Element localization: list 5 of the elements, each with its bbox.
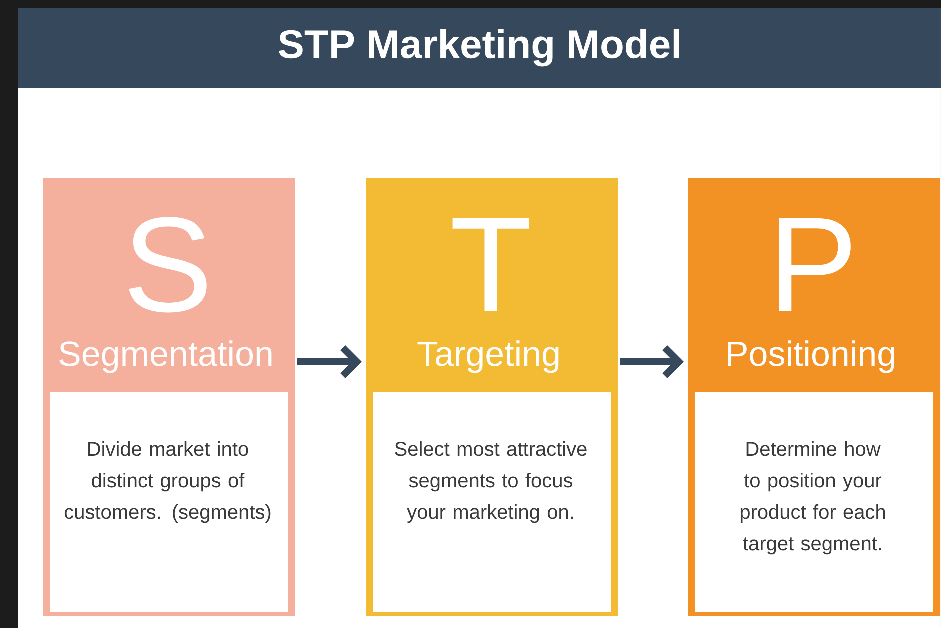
- title-bar: STP Marketing Model: [18, 8, 941, 88]
- description-box: Select most attractive segments to focus your marketing on.: [371, 390, 614, 614]
- description-box: Determine how to position your product for each target segment.: [693, 390, 936, 614]
- arrow: [297, 346, 362, 378]
- description-box: Divide market into distinct groups of customers. (segments): [48, 390, 290, 614]
